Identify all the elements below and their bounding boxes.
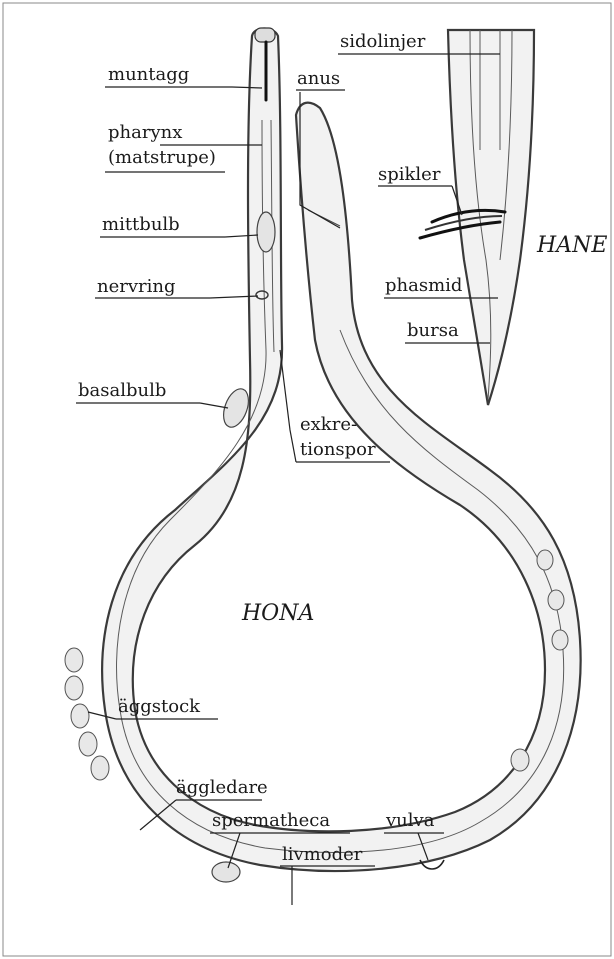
label-livmoder: livmoder (282, 844, 363, 865)
label-aggstock: äggstock (118, 696, 201, 717)
label-phasmid: phasmid (385, 275, 462, 296)
label-basalbulb: basalbulb (78, 380, 166, 401)
title-female: HONA (241, 601, 314, 626)
male-tail (420, 30, 534, 405)
label-tionspor: tionspor (300, 439, 376, 460)
label-spermatheca: spermatheca (212, 810, 330, 831)
label-nervring: nervring (97, 276, 176, 297)
label-vulva: vulva (385, 810, 435, 831)
label-spikler: spikler (378, 164, 441, 185)
label-exkre: exkre- (300, 414, 357, 435)
label-matstrupe: (matstrupe) (108, 147, 216, 168)
label-bursa: bursa (407, 320, 459, 341)
label-sidolinjer: sidolinjer (340, 31, 426, 52)
label-anus: anus (297, 68, 340, 89)
label-mittbulb: mittbulb (102, 214, 180, 235)
label-pharynx: pharynx (108, 122, 182, 143)
label-aggledare: äggledare (176, 777, 268, 798)
title-male: HANE (536, 233, 607, 258)
label-muntagg: muntagg (108, 64, 189, 85)
